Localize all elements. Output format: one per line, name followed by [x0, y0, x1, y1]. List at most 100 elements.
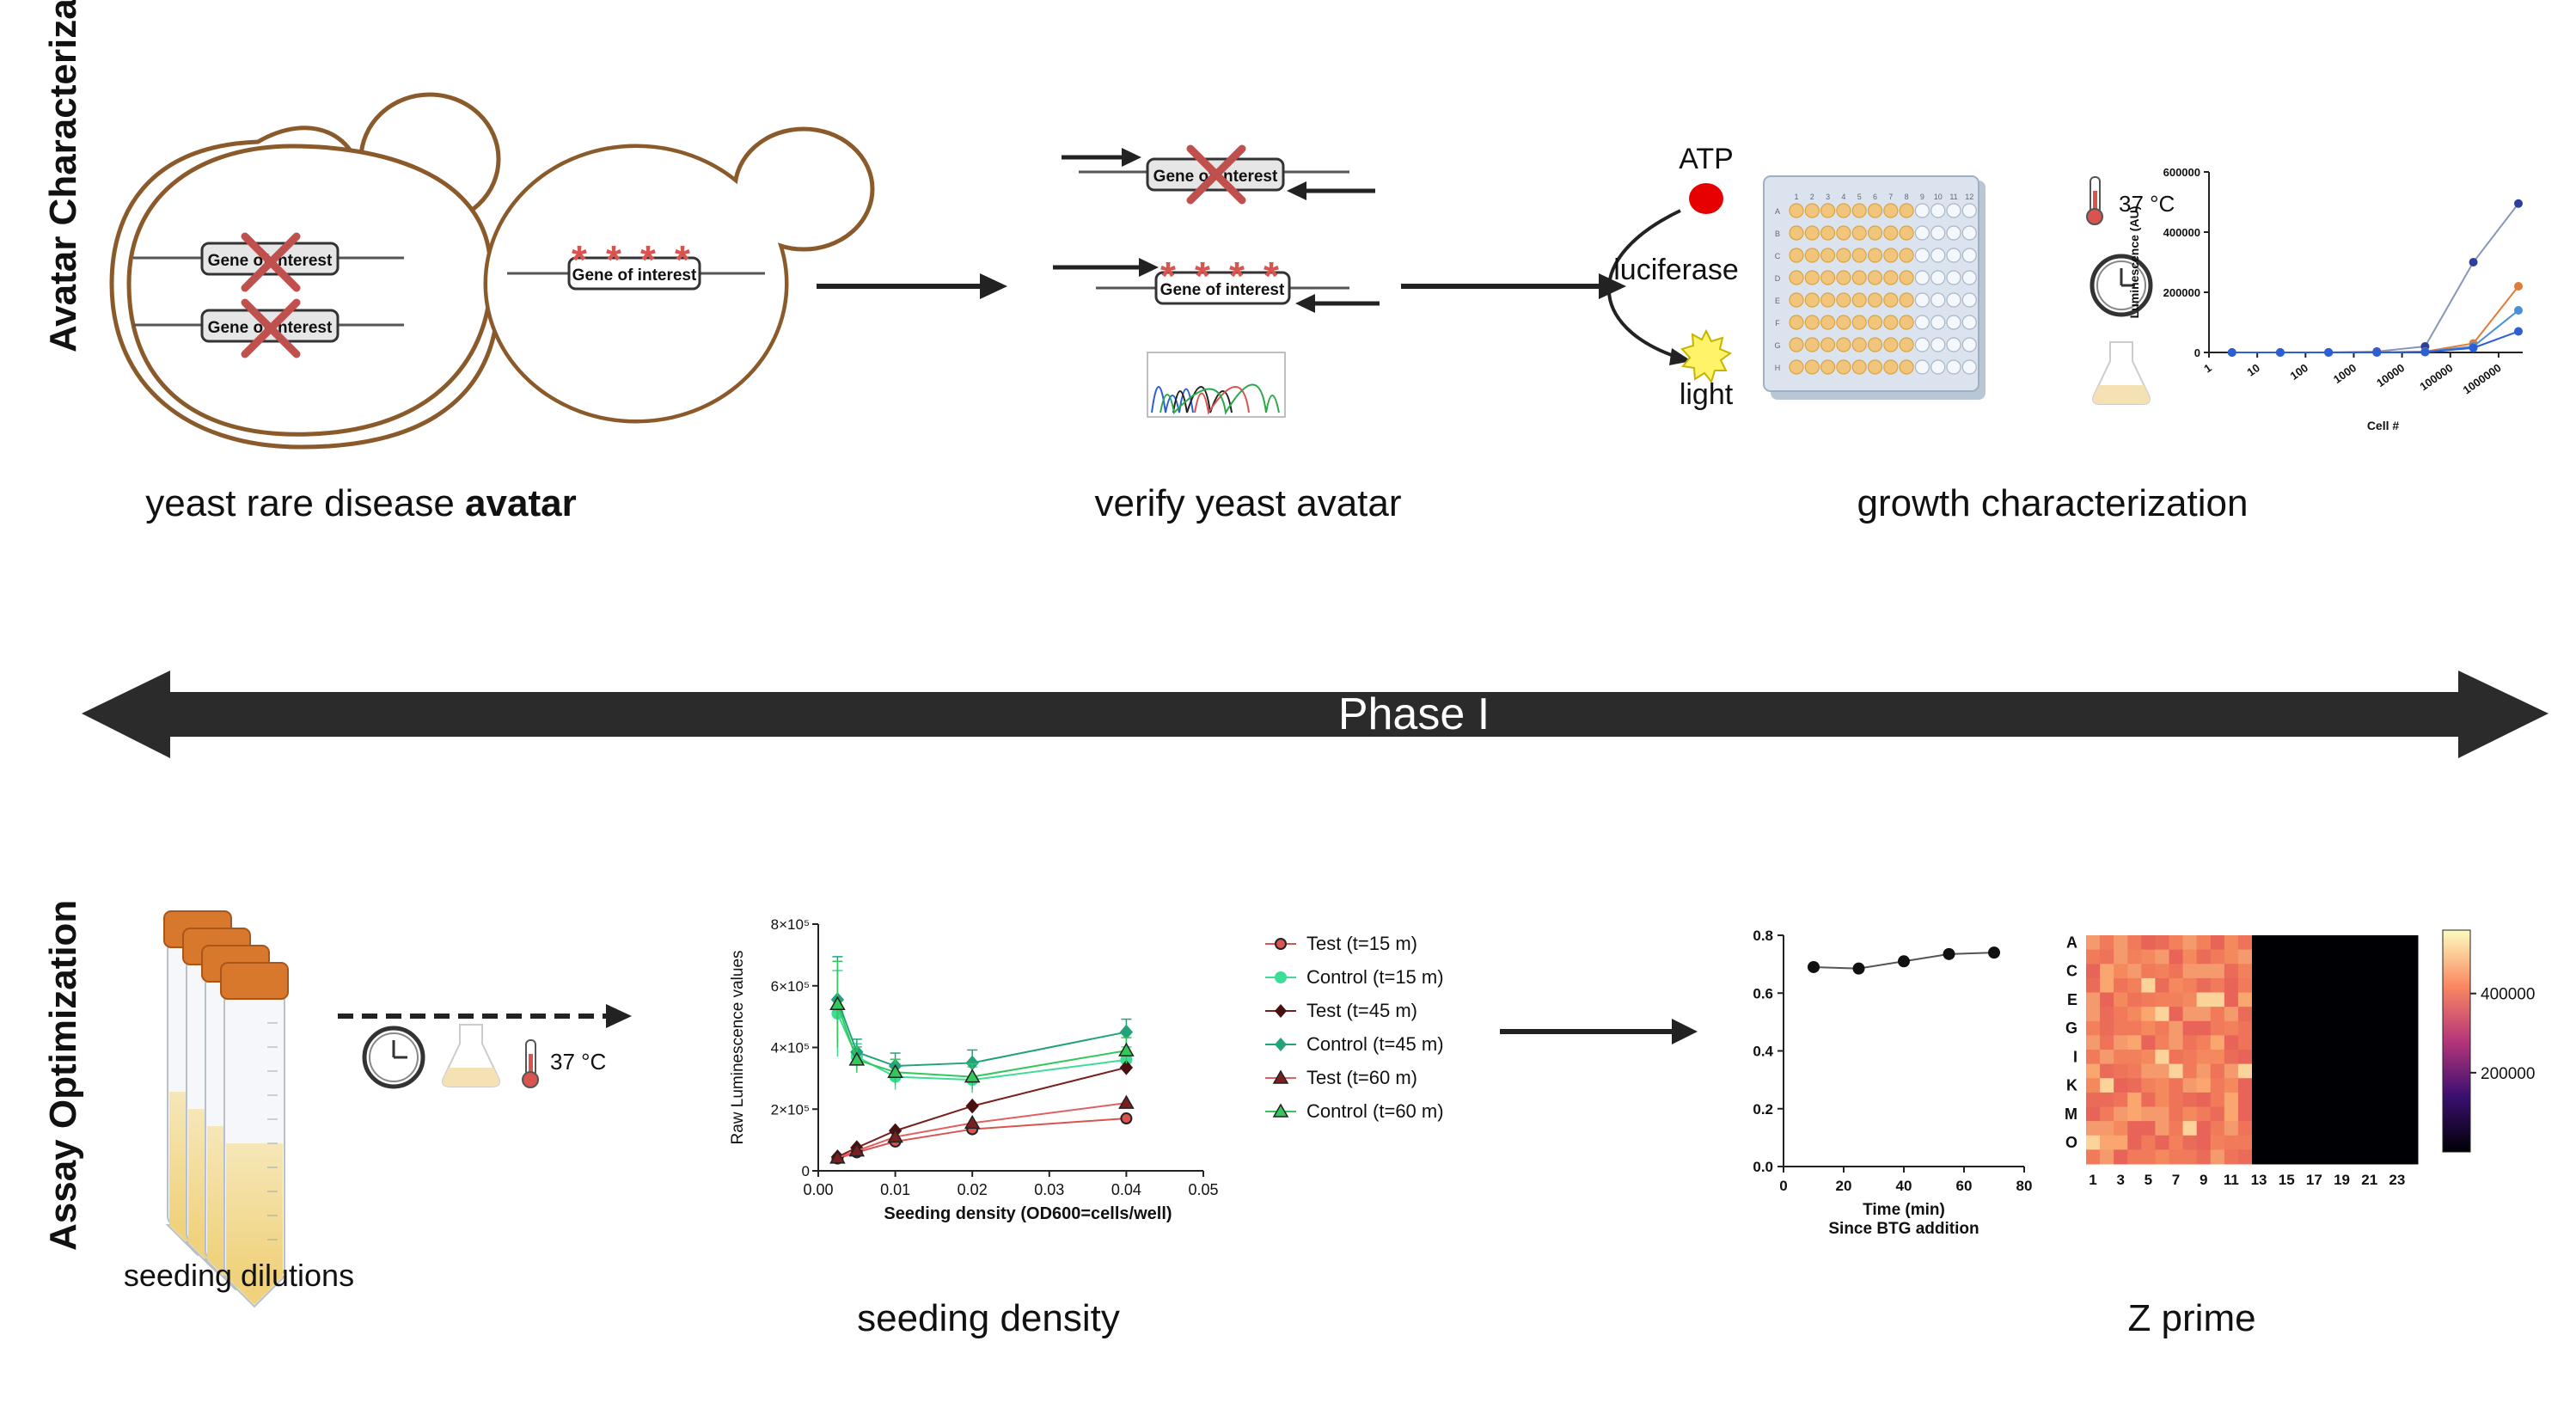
plate-well — [1914, 315, 1930, 330]
x-tick-label: 10000 — [2374, 361, 2407, 389]
flow-arrow-3 — [1500, 1019, 1698, 1044]
plate-well — [1899, 248, 1914, 263]
heatmap-cell — [2362, 1121, 2377, 1136]
plate-well — [1804, 203, 1820, 218]
heatmap-cell — [2376, 1078, 2391, 1093]
phase-label: Phase I — [1338, 689, 1490, 739]
heatmap-cell — [2334, 1050, 2350, 1065]
heatmap-cell — [2266, 964, 2280, 979]
heatmap-cell — [2403, 1106, 2419, 1122]
heatmap-cell — [2334, 964, 2350, 979]
y-tick-label: 6×10⁵ — [771, 978, 810, 995]
heatmap-cell — [2266, 1106, 2280, 1122]
heatmap-col-label: 15 — [2279, 1172, 2295, 1188]
data-point — [829, 995, 846, 1011]
heatmap-cell — [2182, 1050, 2198, 1065]
heatmap-cell — [2252, 992, 2267, 1007]
heatmap-cell — [2403, 1135, 2419, 1150]
tube-cap — [220, 962, 289, 1000]
plate-well — [1789, 292, 1804, 308]
heatmap-cell — [2127, 1106, 2142, 1122]
heatmap-cell — [2224, 1135, 2239, 1150]
plate-well — [1867, 315, 1883, 330]
heatmap-cell — [2169, 935, 2184, 951]
heatmap-cell — [2334, 1035, 2350, 1050]
heatmap-cell — [2196, 977, 2212, 993]
heatmap-cell — [2362, 1106, 2377, 1122]
heatmap-cell — [2100, 1063, 2114, 1079]
heatmap-cell — [2307, 1121, 2322, 1136]
heatmap-cell — [2100, 1050, 2114, 1065]
heatmap-cell — [2376, 1050, 2391, 1065]
flow-arrow-2 — [1401, 273, 1626, 299]
legend-label: Test (t=15 m) — [1306, 933, 1417, 954]
heatmap-cell — [2403, 1007, 2419, 1022]
heatmap-cell — [2169, 1020, 2184, 1036]
tube — [220, 962, 289, 1308]
heatmap-cell — [2307, 1078, 2322, 1093]
heatmap-cell — [2348, 964, 2364, 979]
heatmap-cell — [2114, 1135, 2128, 1150]
flask-icon — [2092, 341, 2151, 405]
heatmap-col-label: 17 — [2306, 1172, 2322, 1188]
clock-icon-bottom — [362, 1026, 425, 1089]
x-tick-label: 80 — [2016, 1178, 2033, 1194]
plate-row-label: C — [1775, 252, 1781, 260]
heatmap-cell — [2348, 977, 2364, 993]
heatmap-cell — [2086, 964, 2101, 979]
data-point — [2469, 343, 2478, 352]
heatmap-cell — [2293, 1092, 2308, 1107]
heatmap-cell — [2348, 1106, 2364, 1122]
x-tick-label: 1 — [2201, 361, 2214, 375]
heatmap-cell — [2100, 964, 2114, 979]
heatmap-cell — [2155, 1092, 2169, 1107]
heatmap-cell — [2348, 1135, 2364, 1150]
heatmap-cell — [2182, 977, 2198, 993]
heatmap-cell — [2086, 1078, 2101, 1093]
series-line — [837, 1102, 1127, 1159]
plate-well — [1867, 337, 1883, 352]
plate-well — [1789, 203, 1804, 218]
heatmap-cell — [2348, 992, 2364, 1007]
heatmap-cell — [2334, 1078, 2350, 1093]
heatmap-cell — [2252, 1078, 2267, 1093]
heatmap-cell — [2279, 1050, 2294, 1065]
sequencing-chromatogram — [1147, 352, 1286, 418]
heatmap-cell — [2266, 935, 2280, 951]
plate-well — [1820, 337, 1836, 352]
heatmap-cell — [2362, 964, 2377, 979]
heatmap-cell — [2293, 992, 2308, 1007]
heatmap-cell — [2100, 1135, 2114, 1150]
plate-row-label: D — [1775, 274, 1781, 283]
heatmap-cell — [2224, 1149, 2239, 1165]
x-tick-label: 0.02 — [958, 1181, 988, 1198]
x-tick-label: 40 — [1896, 1178, 1912, 1194]
x-tick-label: 0.04 — [1111, 1181, 1141, 1198]
plate-well — [1930, 315, 1946, 330]
heatmap-cell — [2376, 1063, 2391, 1079]
heatmap-cell — [2155, 1035, 2169, 1050]
plate-well — [1930, 270, 1946, 285]
heatmap-cell — [2155, 1050, 2169, 1065]
heatmap-cell — [2141, 1020, 2156, 1036]
heatmap-cell — [2279, 1078, 2294, 1093]
verify-illustration: Gene of interest Gene of interest **** — [1053, 144, 1380, 418]
heatmap-cell — [2169, 949, 2184, 965]
plate-well — [1930, 225, 1946, 241]
data-point — [1120, 1112, 1133, 1125]
heatmap-row-label: A — [2066, 934, 2077, 951]
heatmap-cell — [2293, 977, 2308, 993]
heatmap-cell — [2182, 964, 2198, 979]
plate-row-label: E — [1775, 297, 1780, 305]
heatmap-cell — [2224, 1092, 2239, 1107]
plate-col-label: 4 — [1841, 193, 1845, 201]
plate-well — [1789, 248, 1804, 263]
heatmap-cell — [2403, 1149, 2419, 1165]
heatmap-col-label: 7 — [2172, 1172, 2180, 1188]
side-label-bottom: Assay Optimization — [42, 900, 84, 1251]
heatmap-cell — [2266, 992, 2280, 1007]
heatmap-cell — [2321, 1050, 2335, 1065]
legend-label: Test (t=45 m) — [1306, 1000, 1417, 1021]
